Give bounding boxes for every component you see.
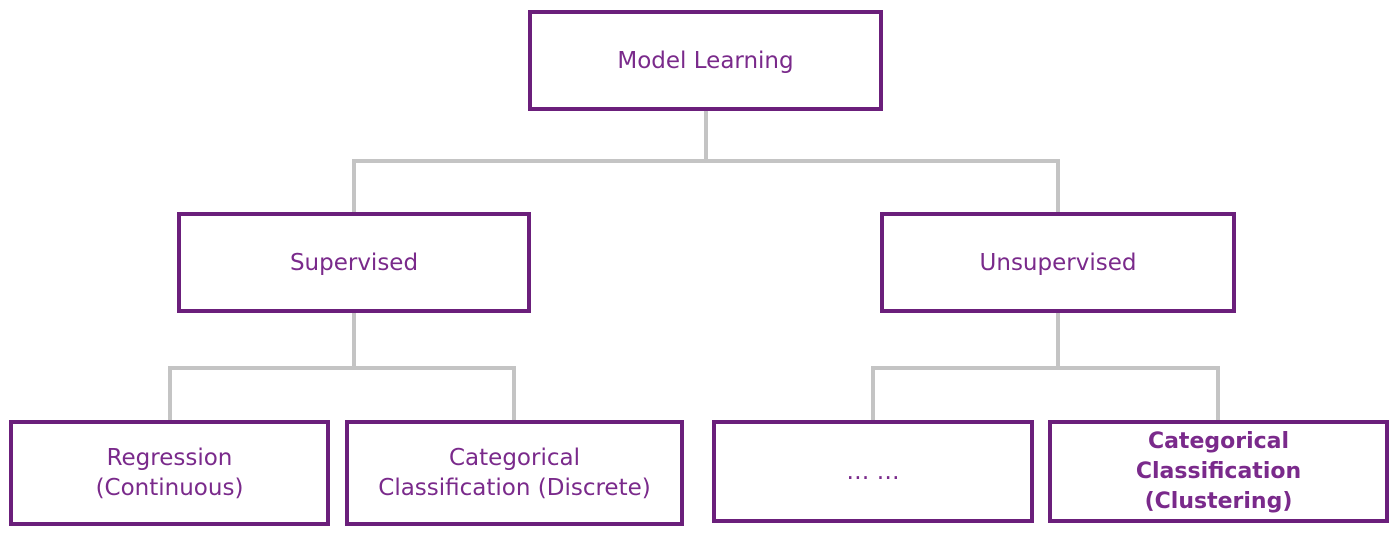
node-categorical-discrete-label: Categorical Classification (Discrete): [378, 445, 651, 501]
node-ellipsis-label: … …: [846, 458, 900, 485]
node-categorical-clustering: Categorical Classification (Clustering): [1048, 420, 1389, 523]
node-ellipsis: … …: [712, 420, 1034, 523]
node-unsupervised: Unsupervised: [880, 212, 1236, 313]
node-categorical-discrete: Categorical Classification (Discrete): [345, 420, 684, 526]
node-model-learning: Model Learning: [528, 10, 883, 111]
node-regression-label: Regression (Continuous): [95, 445, 244, 501]
node-regression: Regression (Continuous): [9, 420, 330, 526]
node-model-learning-label: Model Learning: [617, 47, 794, 74]
node-supervised-label: Supervised: [289, 249, 419, 276]
node-supervised: Supervised: [177, 212, 531, 313]
node-unsupervised-label: Unsupervised: [979, 249, 1137, 276]
node-categorical-clustering-label: Categorical Classification (Clustering): [1135, 428, 1302, 514]
